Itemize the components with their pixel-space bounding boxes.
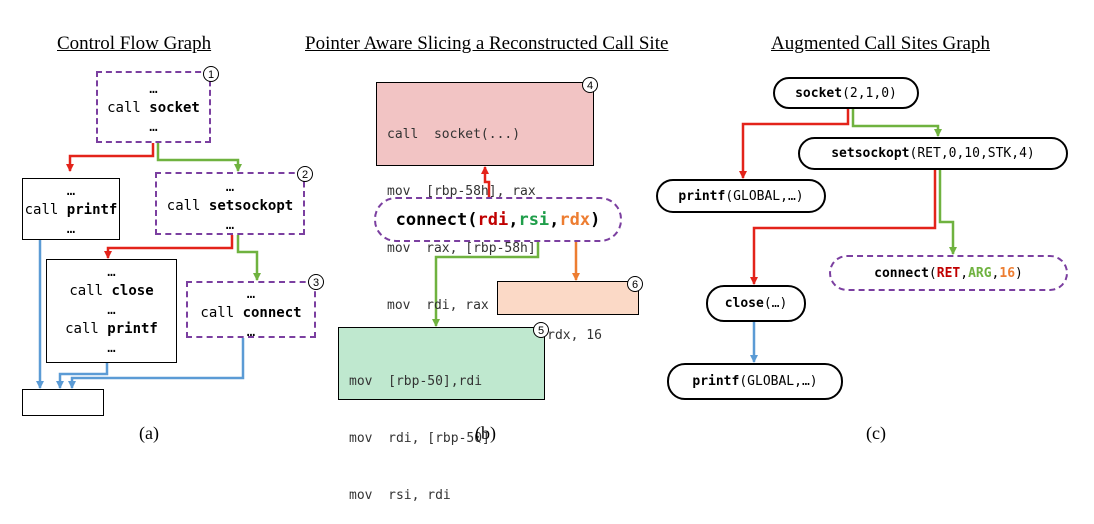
arg-ret: RET	[936, 265, 961, 281]
code-line: mov [rbp-50],rdi	[349, 374, 483, 389]
title-pointer-aware-slicing: Pointer Aware Slicing a Reconstructed Ca…	[305, 33, 669, 54]
code-line: mov rdi, [rbp-50]	[349, 431, 490, 446]
cfg-node-exit	[22, 389, 104, 416]
acsg-args: (RET,0,10,STK,4)	[909, 146, 1035, 161]
cfg-dots: …	[66, 183, 76, 199]
diagram-arrows	[36, 108, 957, 389]
acsg-fn: setsockopt	[831, 146, 910, 161]
arg-arg: ARG	[968, 265, 992, 281]
slice-edge-rdi	[481, 166, 491, 202]
acsg-node-socket: socket(2,1,0)	[773, 77, 919, 109]
cfg-dots: …	[246, 286, 256, 302]
title-augmented-call-sites-graph: Augmented Call Sites Graph	[771, 33, 990, 54]
arg-rdx: rdx	[559, 209, 591, 230]
cfg-node-close: … call close … call printf …	[46, 259, 177, 363]
badge-5: 5	[533, 322, 549, 338]
slice-box-5: mov [rbp-50],rdi mov rdi, [rbp-50] mov r…	[338, 327, 545, 503]
comma: ,	[549, 209, 560, 230]
close-paren: )	[590, 209, 601, 230]
comma: ,	[960, 265, 969, 281]
caption-a: (a)	[139, 423, 159, 443]
cfg-call-line: call printf	[24, 202, 118, 218]
cfg-fn-printf: printf	[66, 202, 118, 218]
caption-c: (c)	[866, 423, 886, 443]
cfg-call-line: call printf	[65, 321, 158, 337]
acsg-fn: close	[724, 296, 764, 311]
cfg-dots: …	[225, 217, 235, 233]
badge-3: 3	[308, 274, 324, 290]
cfg-call-line: call close	[69, 283, 154, 299]
caption-b: (b)	[475, 423, 496, 443]
cfg-dots: …	[107, 264, 116, 280]
cfg-fn-connect: connect	[242, 305, 302, 321]
cfg-fn-setsockopt: setsockopt	[208, 198, 294, 214]
cfg-edge-setsockopt-connect	[236, 235, 261, 281]
cfg-node-connect: … call connect …	[186, 281, 316, 340]
slice-edge-rsi	[432, 228, 540, 327]
cfg-dots: …	[149, 81, 158, 97]
badge-6: 6	[627, 276, 643, 292]
cfg-edge-socket-printf	[66, 143, 155, 172]
acsg-node-setsockopt: setsockopt(RET,0,10,STK,4)	[798, 137, 1068, 170]
acsg-node-close: close(…)	[706, 285, 806, 322]
cfg-fn-socket: socket	[149, 100, 200, 116]
slice-box-4: call socket(...) mov [rbp-58h], rax mov …	[376, 82, 594, 313]
arg-16: 16	[999, 265, 1016, 281]
comma: ,	[508, 209, 519, 230]
cfg-edge-socket-setsockopt	[156, 143, 242, 172]
cfg-fn-printf: printf	[107, 321, 158, 337]
cfg-node-printf: … call printf …	[22, 178, 120, 240]
acsg-args: (GLOBAL,…)	[725, 188, 804, 204]
cfg-dots: …	[107, 340, 116, 356]
cfg-node-setsockopt: … call setsockopt …	[155, 172, 305, 235]
slice-connect-node: connect(rdi,rsi,rdx)	[374, 197, 622, 242]
code-line: call socket(...)	[387, 127, 521, 142]
badge-1: 1	[203, 66, 219, 82]
cfg-dots: …	[66, 221, 76, 237]
badge-2: 2	[297, 166, 313, 182]
cfg-node-socket: … call socket …	[96, 71, 211, 143]
acsg-fn: socket	[795, 85, 843, 101]
arg-rsi: rsi	[518, 209, 550, 230]
arg-rdi: rdi	[477, 209, 509, 230]
cfg-dots: …	[149, 119, 158, 135]
cfg-dots: …	[107, 302, 116, 318]
acsg-edge-setsockopt-close	[750, 170, 937, 285]
acsg-fn: printf	[678, 188, 726, 204]
badge-4: 4	[582, 77, 598, 93]
connect-fn: connect(	[395, 209, 478, 230]
cfg-fn-close: close	[111, 283, 154, 299]
acsg-node-printf-1: printf(GLOBAL,…)	[656, 179, 826, 213]
acsg-args: (GLOBAL,…)	[739, 374, 818, 389]
code-line: mov rdi, rax	[387, 298, 489, 313]
code-line: mov rsi, rdi	[349, 488, 451, 503]
acsg-fn: connect	[874, 265, 929, 281]
acsg-node-connect: connect(RET,ARG,16)	[829, 255, 1068, 291]
cfg-call-line: call socket	[107, 100, 200, 116]
cfg-edge-setsockopt-close	[104, 235, 234, 259]
cfg-dots: …	[225, 179, 235, 195]
code-line: mov rax, [rbp-58h]	[387, 241, 536, 256]
acsg-node-printf-2: printf(GLOBAL,…)	[667, 363, 843, 400]
cfg-call-line: call connect	[200, 305, 302, 321]
open-paren: (	[928, 265, 937, 281]
slice-box-6: mov rdx, 16	[497, 281, 639, 343]
title-control-flow-graph: Control Flow Graph	[57, 33, 212, 54]
cfg-dots: …	[246, 324, 256, 340]
acsg-fn: printf	[692, 374, 740, 389]
close-paren: )	[1015, 265, 1023, 281]
cfg-edge-connect-exit	[68, 338, 245, 389]
cfg-call-line: call setsockopt	[166, 198, 294, 214]
acsg-edge-setsockopt-connect	[938, 170, 957, 255]
acsg-edge-socket-setsockopt	[851, 108, 942, 137]
code-line: mov [rbp-58h], rax	[387, 184, 536, 199]
cfg-edge-close-exit	[56, 362, 109, 389]
acsg-args: (…)	[763, 296, 788, 311]
acsg-edge-socket-printf	[739, 108, 850, 179]
comma: ,	[991, 265, 1000, 281]
acsg-args: (2,1,0)	[842, 85, 897, 101]
